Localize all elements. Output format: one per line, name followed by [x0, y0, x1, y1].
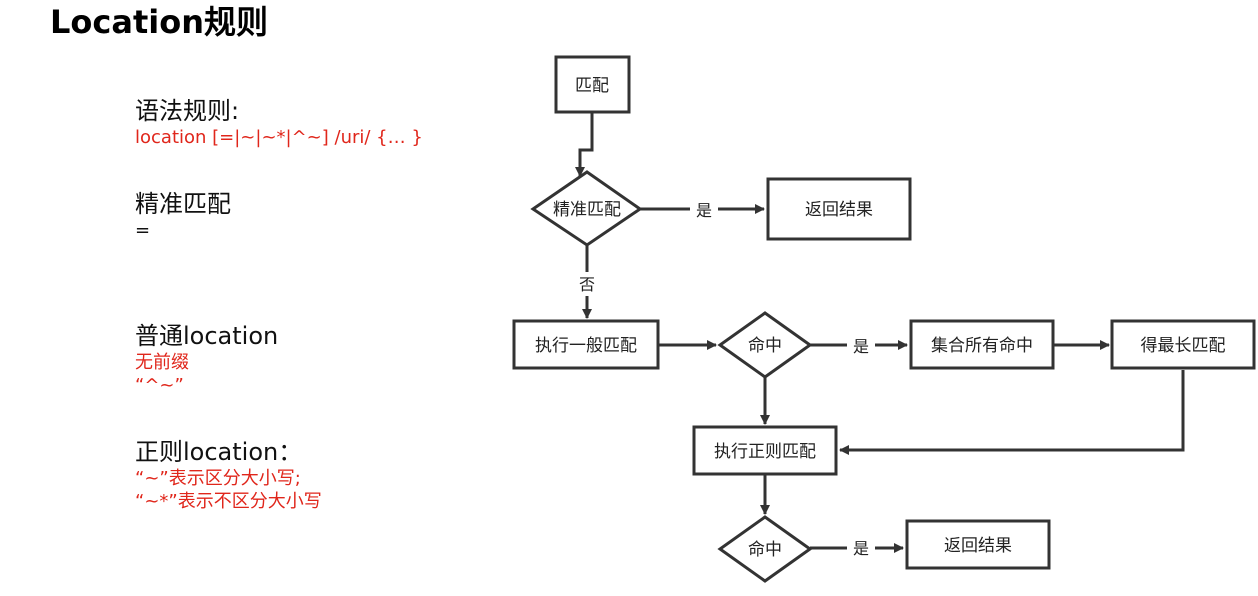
node-regex-match-label: 执行正则匹配: [714, 442, 816, 462]
regex-section: 正则location： “~”表示区分大小写; “~*”表示不区分大小写: [135, 437, 322, 513]
normal-section: 普通location 无前缀 “^~”: [135, 321, 278, 397]
node-exact-match-label: 精准匹配: [553, 200, 621, 220]
node-collect-hits-label: 集合所有命中: [931, 336, 1033, 356]
edge-label-no-1: 否: [579, 275, 595, 294]
node-longest-match-label: 得最长匹配: [1141, 336, 1226, 356]
syntax-section: 语法规则: location [=|~|~*|^~] /uri/ {… }: [135, 96, 423, 149]
regex-case-sensitive: “~”表示区分大小写;: [135, 468, 301, 489]
normal-no-prefix: 无前缀: [135, 352, 189, 373]
edge-label-yes-3: 是: [853, 539, 869, 558]
node-match-label: 匹配: [575, 76, 609, 96]
node-general-match: [512, 319, 660, 370]
edge-longest-to-regex: [839, 370, 1185, 455]
node-hit-2: [717, 515, 813, 583]
syntax-rule: location [=|~|~*|^~] /uri/ {… }: [135, 127, 423, 148]
node-return-result-1: [766, 177, 912, 241]
node-general-match-label: 执行一般匹配: [535, 336, 637, 356]
normal-caret-tilde: “^~”: [135, 375, 184, 396]
node-hit-2-label: 命中: [748, 540, 782, 560]
node-exact-match: [530, 170, 643, 247]
node-hit-1: [717, 311, 813, 379]
page-title: Location规则: [50, 3, 268, 41]
normal-heading: 普通location: [135, 322, 279, 350]
node-return-result-1-label: 返回结果: [805, 200, 873, 220]
edge-label-yes-1: 是: [696, 201, 712, 220]
edge-match-to-exact: [575, 112, 594, 177]
node-match: [554, 55, 631, 114]
node-regex-match: [692, 425, 838, 476]
exact-symbol: =: [135, 220, 151, 241]
regex-heading: 正则location：: [135, 438, 303, 466]
syntax-heading: 语法规则:: [135, 97, 240, 125]
exact-heading: 精准匹配: [135, 190, 231, 218]
edge-label-yes-2: 是: [853, 337, 869, 356]
node-longest-match: [1110, 319, 1256, 370]
exact-section: 精准匹配 =: [135, 189, 231, 242]
node-collect-hits: [909, 319, 1055, 370]
node-hit-1-label: 命中: [748, 336, 782, 356]
node-return-result-2: [905, 519, 1051, 570]
regex-case-insensitive: “~*”表示不区分大小写: [135, 491, 322, 512]
node-return-result-2-label: 返回结果: [944, 536, 1012, 556]
